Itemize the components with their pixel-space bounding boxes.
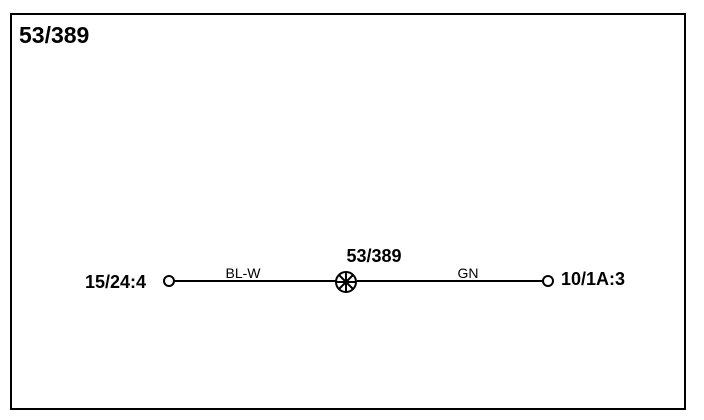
connector-right-label: 10/1A:3 [561, 269, 625, 289]
diagram-frame [10, 13, 686, 410]
splice-label: 53/389 [346, 246, 401, 266]
wire-left-color-label: BL-W [226, 265, 262, 281]
connector-left-label: 15/24:4 [85, 272, 146, 292]
terminal-left-icon [163, 275, 175, 287]
wire-right-color-label: GN [458, 265, 479, 281]
terminal-right-icon [542, 275, 554, 287]
splice-icon [335, 271, 357, 293]
diagram-title: 53/389 [19, 22, 90, 48]
